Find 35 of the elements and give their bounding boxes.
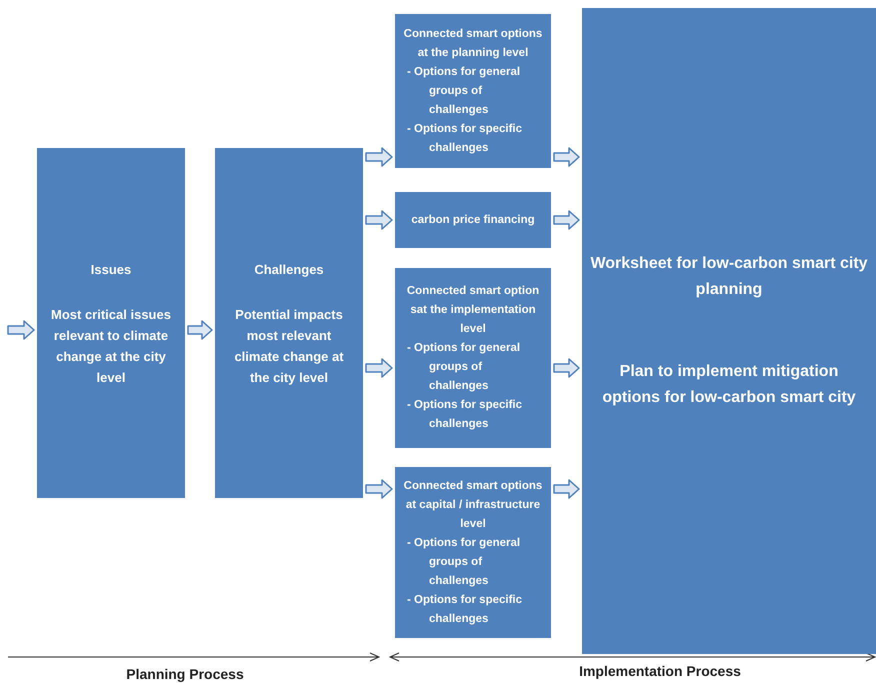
process-label: Planning Process [125, 665, 245, 683]
block-arrow [553, 210, 580, 230]
box-text: Plan to implement mitigation options for low-carbon smart city [601, 362, 857, 408]
box-heading: Connected smart options at capital / infrastructure level [403, 478, 543, 532]
process-box [582, 8, 876, 654]
block-arrow [365, 210, 393, 230]
box-text: Most critical issues relevant to climate change at the city level [50, 306, 172, 386]
block-arrow [365, 358, 393, 378]
block-arrow [365, 479, 393, 499]
box-heading: carbon price financing [410, 212, 536, 228]
list-item: - Options for specific challenges [406, 122, 524, 156]
box-heading: Connected smart option sat the implementation level [406, 284, 540, 337]
block-arrow [365, 147, 393, 167]
list-item: - Options for general groups of challenges [406, 341, 522, 394]
list-item: - Options for specific challenges [406, 592, 524, 626]
process-box [215, 148, 363, 498]
box-heading: Challenges [253, 260, 325, 279]
box-heading: Connected smart options at the planning level [403, 26, 543, 60]
process-box [395, 192, 551, 248]
box-heading: Worksheet for low-carbon smart city planning [590, 254, 868, 300]
process-box [37, 148, 185, 498]
process-box [395, 14, 551, 168]
block-arrow [7, 320, 35, 340]
process-box [395, 268, 551, 448]
block-arrow [553, 358, 580, 378]
box-heading: Issues [90, 260, 132, 278]
list-item: - Options for specific challenges [406, 398, 524, 432]
list-item: - Options for general groups of challenges [406, 64, 522, 118]
list-item: - Options for general groups of challenges [406, 536, 522, 588]
block-arrow [553, 147, 580, 167]
process-label: Implementation Process [578, 662, 742, 681]
block-arrow [187, 320, 213, 340]
block-arrow [553, 479, 580, 499]
box-text: Potential impacts most relevant climate change at the city level [233, 306, 345, 387]
process-box [395, 467, 551, 638]
